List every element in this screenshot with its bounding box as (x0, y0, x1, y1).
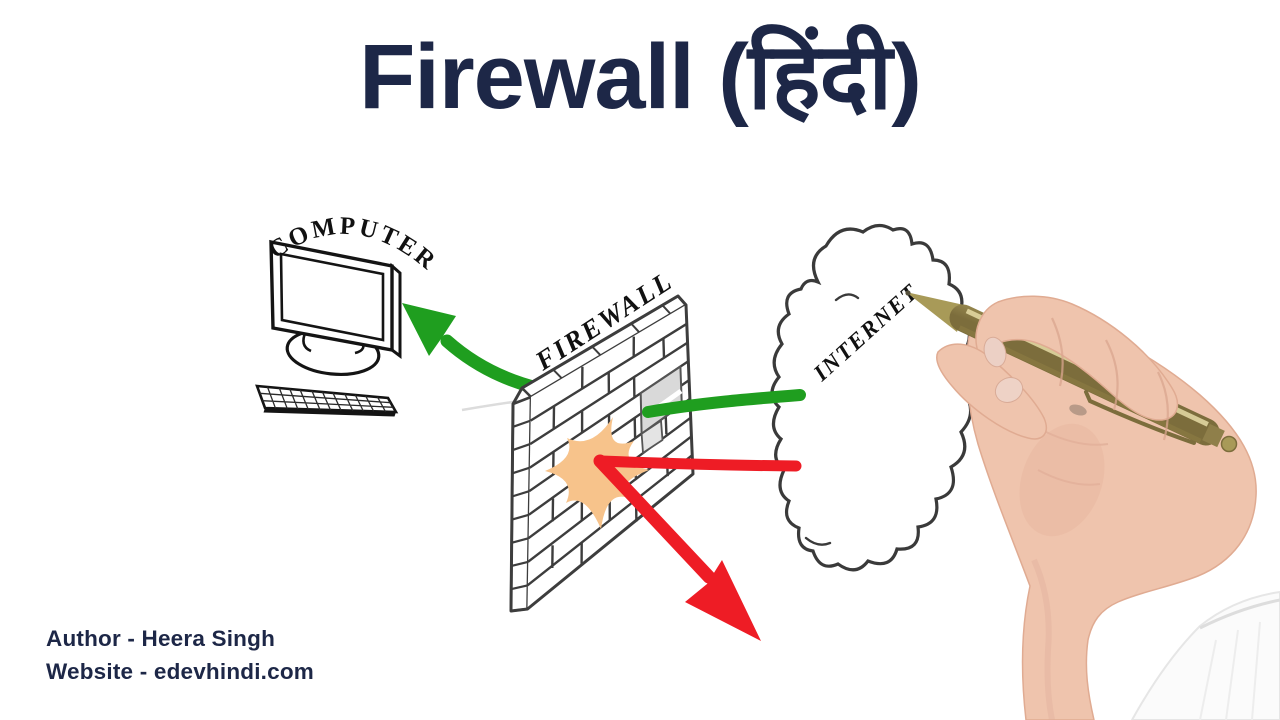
allowed-arrow-inbound (642, 389, 806, 418)
index-fingernail (983, 336, 1007, 368)
sleeve (1130, 590, 1280, 720)
sleeve-fabric (1130, 590, 1280, 720)
author-line: Author - Heera Singh (46, 626, 276, 651)
website-line: Website - edevhindi.com (46, 659, 314, 684)
allowed-traffic-arrow (402, 303, 563, 399)
index-finger (975, 295, 1179, 421)
blocked-arrow-head (685, 560, 761, 641)
footer-credits: Author - Heera Singh Website - edevhindi… (46, 622, 314, 688)
hand-with-pen (905, 290, 1280, 720)
blocked-traffic-arrow (593, 454, 802, 641)
pen-cap (1202, 423, 1225, 448)
pen-button (1220, 435, 1238, 453)
pen-clip (1084, 390, 1196, 445)
allowed-arrow-head (402, 303, 456, 356)
blocked-arrow-inbound (595, 455, 802, 472)
thumb-nail (994, 377, 1024, 403)
page-title: Firewall (हिंदी) (359, 26, 922, 128)
blocked-arrow-deflected (593, 454, 716, 584)
monitor-screen (279, 252, 385, 342)
keyboard (255, 384, 399, 417)
pen-tip-cone (906, 292, 964, 332)
internet-cloud: INTERNET (770, 223, 974, 572)
impact-burst (545, 417, 649, 529)
